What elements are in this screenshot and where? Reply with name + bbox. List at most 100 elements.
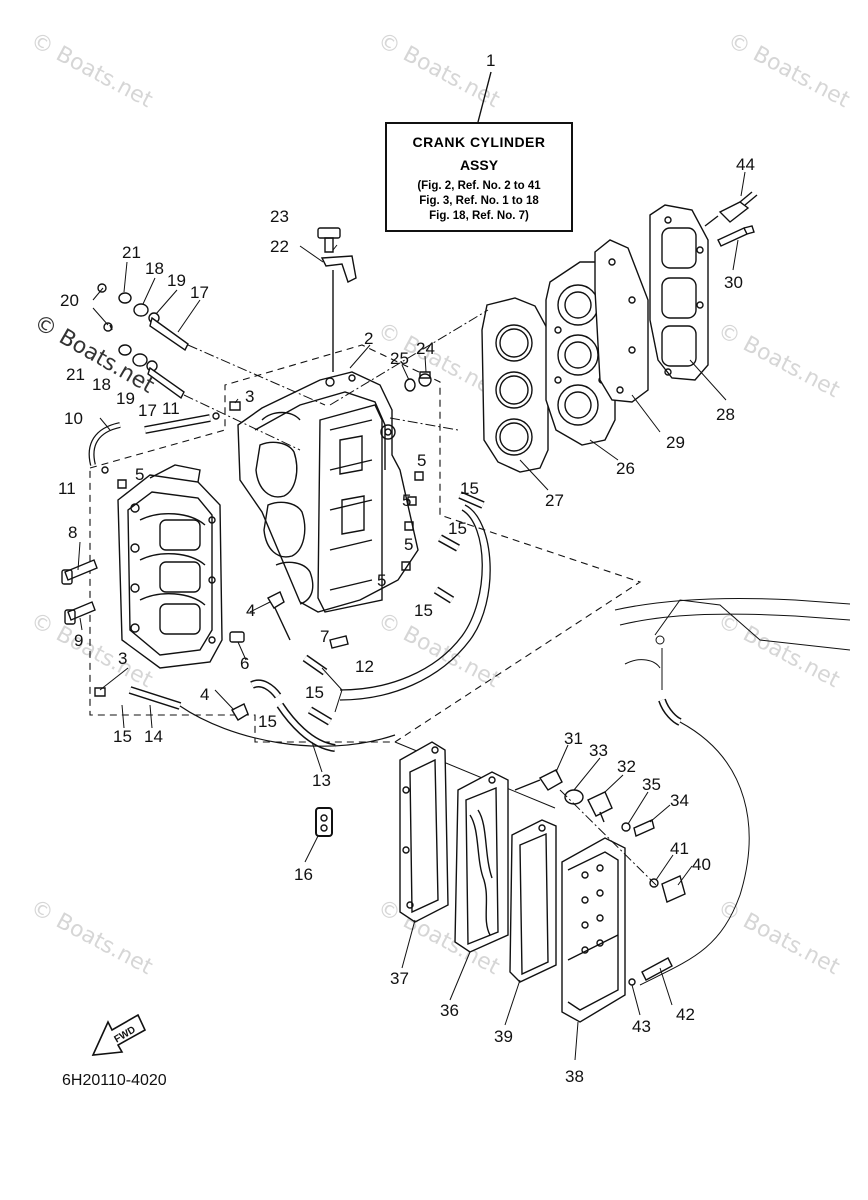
callout-22: 22 [270, 237, 289, 256]
callout-15: 15 [448, 519, 467, 538]
cylinder-block [238, 372, 418, 612]
callout-21: 21 [122, 243, 141, 262]
callout-39: 39 [494, 1027, 513, 1046]
callout-15: 15 [305, 683, 324, 702]
callout-5: 5 [377, 571, 387, 590]
callout-23: 23 [270, 207, 289, 226]
bolt-34 [634, 820, 654, 836]
clamp-16 [316, 808, 332, 836]
crankcase-assembly-outline [90, 345, 640, 742]
callout-6: 6 [240, 654, 250, 673]
clip-43 [629, 979, 635, 985]
callout-18: 18 [145, 259, 164, 278]
reference-line-3: Fig. 18, Ref. No. 7) [429, 210, 529, 222]
callout-26: 26 [616, 459, 635, 478]
exhaust-gasket-39 [510, 820, 556, 982]
bolt-23 [318, 228, 340, 252]
callout-15: 15 [113, 727, 132, 746]
callout-8: 8 [68, 523, 78, 542]
callout-12: 12 [355, 657, 374, 676]
exhaust-cover-38 [562, 838, 625, 1022]
hose-12-13 [130, 505, 490, 748]
callout-15: 15 [258, 712, 277, 731]
washer-25 [405, 379, 415, 391]
clip-11 [102, 467, 108, 473]
callout-4: 4 [246, 601, 256, 620]
callout-3: 3 [118, 649, 128, 668]
plug-24 [419, 372, 431, 386]
fitting-3-lower [95, 688, 105, 696]
callout-28: 28 [716, 405, 735, 424]
reference-line-2: Fig. 3, Ref. No. 1 to 18 [419, 195, 539, 207]
hoses-15 [252, 495, 483, 722]
cooling-hose-right [640, 648, 749, 985]
fitting-3-upper [230, 402, 240, 410]
anode-set-upper [98, 284, 188, 350]
alignment-lines [184, 310, 488, 450]
callout-19: 19 [167, 271, 186, 290]
exhaust-inner-plate-36 [455, 772, 508, 952]
callout-4: 4 [200, 685, 210, 704]
callout-43: 43 [632, 1017, 651, 1036]
crankcase-left-half [118, 465, 222, 668]
callout-32: 32 [617, 757, 636, 776]
callout-14: 14 [144, 727, 163, 746]
callout-35: 35 [642, 775, 661, 794]
cowling-outline [615, 598, 850, 668]
callout-5: 5 [417, 451, 427, 470]
washer-41 [650, 879, 658, 887]
callout-31: 31 [564, 729, 583, 748]
callout-10: 10 [64, 409, 83, 428]
bolt-30 [718, 226, 754, 246]
callout-11: 11 [58, 479, 76, 498]
callout-24: 24 [416, 339, 435, 358]
callout-7: 7 [320, 627, 330, 646]
hose-11 [145, 418, 210, 430]
callout-29: 29 [666, 433, 685, 452]
callout-13: 13 [312, 771, 331, 790]
callout-19: 19 [116, 389, 135, 408]
assembly-title-box: CRANK CYLINDER ASSY (Fig. 2, Ref. No. 2 … [385, 122, 573, 232]
alignment-line [560, 790, 656, 885]
callout-5: 5 [402, 491, 412, 510]
callout-44: 44 [736, 155, 755, 174]
fwd-arrow-icon [93, 1015, 145, 1055]
callout-37: 37 [390, 969, 409, 988]
callout-15: 15 [460, 479, 479, 498]
anode-set-lower [119, 345, 184, 398]
callout-36: 36 [440, 1001, 459, 1020]
diagram-code: 6H20110-4020 [62, 1072, 167, 1089]
check-valve-4-lower [232, 704, 248, 720]
callout-5: 5 [404, 535, 414, 554]
head-cover [650, 205, 708, 380]
temperature-sender [705, 192, 757, 226]
nipples-5 [118, 472, 423, 570]
leader-line [478, 72, 491, 122]
gasket-33 [565, 790, 583, 804]
callout-42: 42 [676, 1005, 695, 1024]
plug-6 [230, 632, 244, 642]
clip-11 [213, 413, 219, 419]
callout-21: 21 [66, 365, 85, 384]
bolt-8 [62, 560, 97, 584]
callout-16: 16 [294, 865, 313, 884]
callout-11: 11 [162, 399, 180, 418]
callout-40: 40 [692, 855, 711, 874]
callout-17: 17 [138, 401, 157, 420]
callout-1: 1 [486, 51, 496, 70]
callout-9: 9 [74, 631, 84, 650]
check-valve-4-upper [268, 592, 290, 640]
callout-41: 41 [670, 839, 689, 858]
bracket-22 [322, 256, 356, 372]
callout-20: 20 [60, 291, 79, 310]
exhaust-gasket-37 [400, 742, 448, 922]
bolt-9 [65, 602, 95, 624]
reference-line-1: (Fig. 2, Ref. No. 2 to 41 [417, 180, 541, 192]
callout-27: 27 [545, 491, 564, 510]
callout-25: 25 [390, 349, 409, 368]
callout-30: 30 [724, 273, 743, 292]
thermostat-cover-31 [515, 770, 562, 790]
callout-leaders [78, 172, 745, 1060]
pipe-42 [642, 958, 672, 980]
